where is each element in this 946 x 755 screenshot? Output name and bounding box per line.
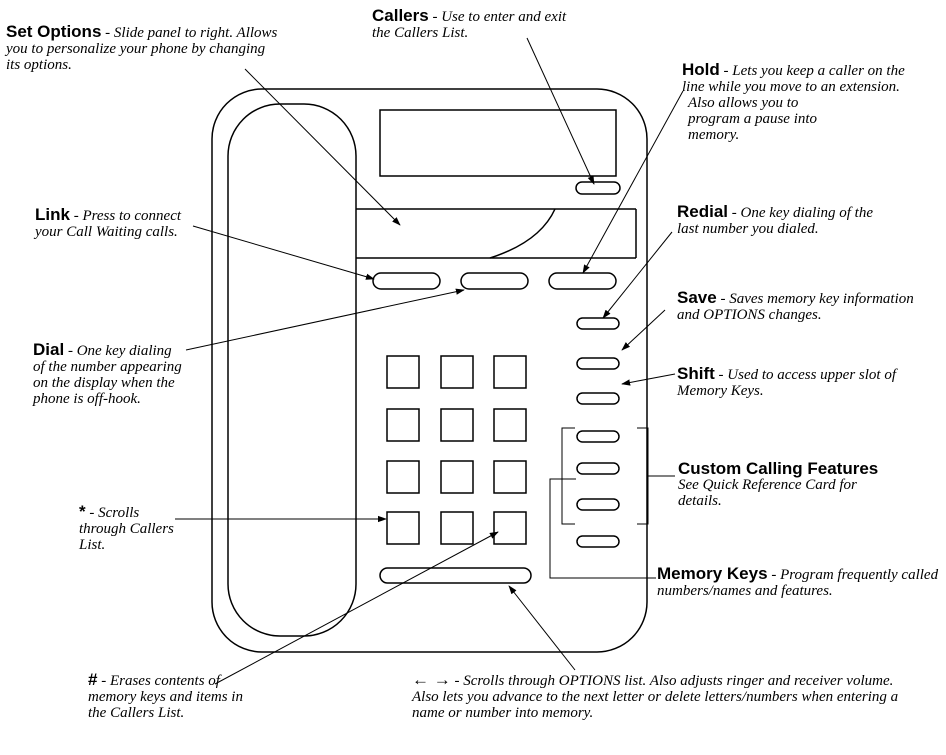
custom-calling-title: Custom Calling Features [678, 459, 879, 478]
hash-desc: Erases contents of memory keys and items… [88, 673, 243, 721]
memory-key-1 [576, 430, 620, 443]
memory-keys-sep: - [767, 567, 781, 583]
redial-title: Redial [677, 202, 729, 221]
shift-callout: Shift - Used to access upper slot of Mem… [677, 364, 927, 399]
redial-desc: One key dialing of the last number you d… [677, 205, 873, 237]
shift-title: Shift [677, 364, 715, 383]
arrow-bar [379, 567, 532, 584]
save-desc: Saves memory key information and OPTIONS… [677, 291, 914, 323]
hash-sep: - [97, 673, 110, 689]
handset [227, 103, 357, 637]
memory-keys-title: Memory Keys [657, 564, 768, 583]
arrows-desc: Scrolls through OPTIONS list. Also adjus… [412, 673, 899, 721]
save-sep: - [716, 291, 730, 307]
memory-key-2 [576, 462, 620, 475]
redial-sep: - [728, 205, 741, 221]
shift-sep: - [714, 367, 728, 383]
callers-callout: Callers - Use to enter and exit the Call… [372, 6, 582, 41]
save-button [576, 357, 620, 370]
link-desc: Press to connect your Call Waiting calls… [35, 208, 182, 240]
set-options-title: Set Options [6, 22, 102, 41]
memory-key-4 [576, 535, 620, 548]
shift-desc: Used to access upper slot of Memory Keys… [677, 367, 897, 399]
hash-title: # [88, 670, 98, 689]
hold-desc-2: Also allows you to program a pause into … [688, 95, 818, 143]
memory-keys-callout: Memory Keys - Program frequently called … [657, 564, 943, 599]
star-title: * [79, 502, 86, 521]
dial-sep: - [64, 343, 77, 359]
dial-button [460, 272, 529, 290]
hash-callout: # - Erases contents of memory keys and i… [88, 670, 258, 721]
hash-key [493, 511, 527, 545]
arrows-sep: - [450, 673, 464, 689]
hold-sep: - [719, 63, 733, 79]
link-title: Link [35, 205, 70, 224]
dial-desc: One key dialing of the number appearing … [33, 343, 182, 407]
save-title: Save [677, 288, 717, 307]
options-panel-curve [489, 208, 556, 259]
link-button [372, 272, 441, 290]
custom-calling-callout: Custom Calling Features See Quick Refere… [678, 459, 940, 509]
hold-title: Hold [682, 60, 720, 79]
star-callout: * - Scrolls through Callers List. [79, 502, 179, 553]
set-options-sep: - [101, 25, 114, 41]
phone-body [211, 88, 648, 653]
arrows-title: ← → [412, 670, 451, 689]
save-callout: Save - Saves memory key information and … [677, 288, 917, 323]
hold-callout: Hold - Lets you keep a caller on the lin… [682, 60, 912, 143]
display-window [379, 109, 617, 177]
star-desc: Scrolls through Callers List. [79, 505, 174, 553]
keypad [386, 355, 527, 545]
star-key [386, 511, 420, 545]
dial-callout: Dial - One key dialing of the number app… [33, 340, 185, 407]
redial-button [576, 317, 620, 330]
callers-desc: Use to enter and exit the Callers List. [372, 9, 567, 41]
hold-desc: Lets you keep a caller on the line while… [682, 63, 905, 95]
callers-sep: - [428, 9, 442, 25]
star-sep: - [85, 505, 99, 521]
custom-calling-desc: See Quick Reference Card for details. [678, 477, 857, 509]
set-options-desc: Slide panel to right. Allows you to pers… [6, 25, 278, 73]
memory-keys-desc: Program frequently called numbers/names … [657, 567, 939, 599]
link-callout: Link - Press to connect your Call Waitin… [35, 205, 195, 240]
dial-title: Dial [33, 340, 65, 359]
memory-key-3 [576, 498, 620, 511]
link-sep: - [69, 208, 83, 224]
callers-title: Callers [372, 6, 429, 25]
shift-button [576, 392, 620, 405]
redial-callout: Redial - One key dialing of the last num… [677, 202, 877, 237]
hold-button [548, 272, 617, 290]
callers-button [575, 181, 621, 195]
set-options-callout: Set Options - Slide panel to right. Allo… [6, 22, 278, 73]
arrows-callout: ← → - Scrolls through OPTIONS list. Also… [412, 670, 912, 721]
